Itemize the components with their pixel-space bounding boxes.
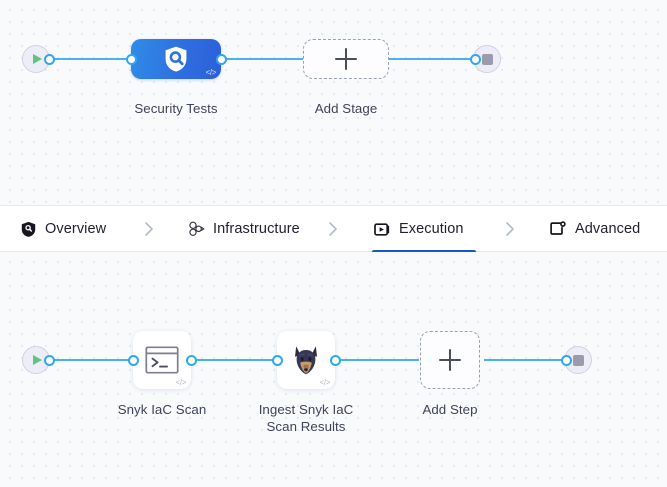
add-stage-button[interactable]: [303, 39, 389, 79]
port-snyk-scan-out[interactable]: [186, 355, 197, 366]
port-security-tests-out[interactable]: [216, 54, 227, 65]
edge-add-step-to-exec-end: [484, 359, 566, 361]
code-badge: </>: [319, 378, 331, 387]
tab-separator-3: [503, 206, 517, 252]
port-snyk-scan-in[interactable]: [128, 355, 139, 366]
tab-separator-1: [142, 206, 156, 252]
port-security-tests-in[interactable]: [126, 54, 137, 65]
tab-advanced-label: Advanced: [575, 221, 641, 237]
tab-separator-2: [326, 206, 340, 252]
terminal-icon: [145, 346, 179, 374]
edge-exec-start-to-snyk-scan: [49, 359, 134, 361]
add-step-label: Add Step: [422, 402, 478, 417]
edge-add-stage-to-end: [388, 58, 475, 60]
step-label-line-1: Ingest Snyk IaC: [258, 402, 354, 417]
port-start-out[interactable]: [44, 54, 55, 65]
stop-icon: [572, 354, 584, 366]
stage-card-security-tests[interactable]: </>: [131, 39, 221, 79]
play-icon: [33, 355, 42, 365]
add-step-button[interactable]: [420, 331, 480, 389]
tab-overview-label: Overview: [45, 221, 107, 237]
edge-snyk-scan-to-ingest-results: [192, 359, 278, 361]
tab-infrastructure-label: Infrastructure: [213, 221, 300, 237]
tab-advanced[interactable]: Advanced: [548, 206, 642, 252]
add-stage-label: Add Stage: [314, 101, 378, 116]
code-badge: </>: [205, 68, 217, 77]
port-ingest-results-out[interactable]: [330, 355, 341, 366]
plus-icon: [439, 349, 461, 371]
shield-search-icon: [163, 45, 189, 73]
tab-infrastructure[interactable]: Infrastructure: [186, 206, 302, 252]
advanced-gear-box-icon: [550, 221, 567, 238]
play-icon: [33, 54, 42, 64]
tab-execution-label: Execution: [399, 221, 464, 237]
shield-overview-icon: [20, 221, 37, 238]
tab-overview[interactable]: Overview: [18, 206, 108, 252]
tab-execution[interactable]: Execution: [372, 206, 476, 253]
port-exec-start-out[interactable]: [44, 355, 55, 366]
code-badge: </>: [175, 378, 187, 387]
edge-start-to-security-tests: [49, 58, 133, 60]
port-ingest-results-in[interactable]: [272, 355, 283, 366]
step-label-line-2: Scan Results: [266, 419, 346, 434]
step-label-ingest-snyk-results: Ingest Snyk IaC Scan Results: [236, 401, 376, 435]
port-exec-end-in[interactable]: [561, 355, 572, 366]
stage-label-security-tests: Security Tests: [134, 101, 218, 116]
step-label-snyk-iac-scan: Snyk IaC Scan: [117, 402, 207, 417]
stage-canvas[interactable]: </> Security Tests Add Stage: [0, 0, 667, 205]
execution-play-box-icon: [374, 221, 391, 238]
port-end-in[interactable]: [470, 54, 481, 65]
plus-icon: [335, 48, 357, 70]
pipeline-section-tabs[interactable]: Overview Infrastructure: [0, 205, 667, 253]
edge-ingest-results-to-add-step: [336, 359, 419, 361]
step-card-ingest-snyk-results[interactable]: </>: [277, 331, 335, 389]
execution-steps-canvas[interactable]: </> Snyk IaC Scan: [0, 252, 667, 487]
infrastructure-nodes-icon: [188, 221, 205, 238]
step-card-snyk-iac-scan[interactable]: </>: [133, 331, 191, 389]
edge-security-tests-to-add-stage: [222, 58, 305, 60]
stop-icon: [481, 53, 493, 65]
snyk-doberman-icon: [291, 344, 321, 376]
